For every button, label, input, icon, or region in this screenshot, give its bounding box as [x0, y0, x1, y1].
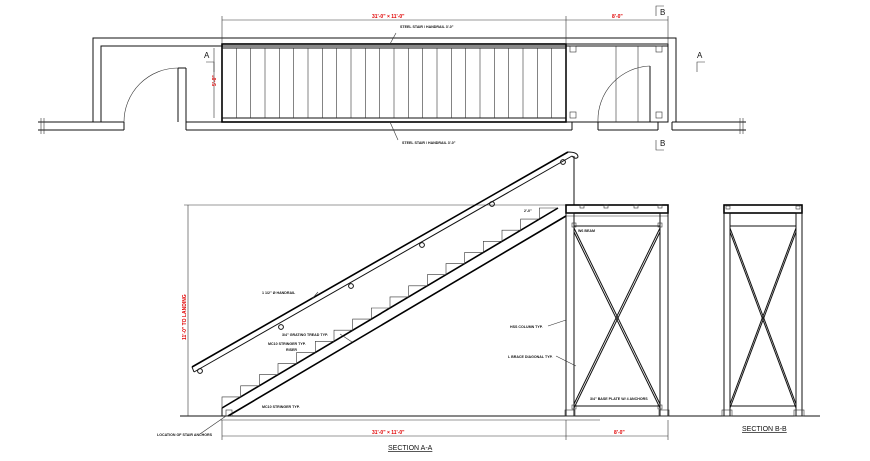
height-dimension: 11'-0" TO LANDING [182, 294, 188, 340]
column-note: HSS COLUMN TYP. [510, 325, 543, 329]
stair-step-profile [221, 207, 558, 408]
plan-view: 31'-0" × 11'-0" 8'-0" 5'-0" STEEL STAIR … [38, 5, 746, 151]
section-b-view: SECTION B-B [721, 204, 805, 433]
elevation-landing-dimension: 8'-0" [614, 430, 625, 436]
plan-treads [236, 48, 552, 118]
section-b-title: SECTION B-B [742, 426, 787, 433]
bottom-stringer-note: MC10 STRINGER TYP. [262, 405, 300, 409]
plan-top-note: STEEL STAIR / HANDRAIL 3'-0" [400, 25, 454, 29]
section-a-title: SECTION A-A [388, 445, 433, 452]
base-note: 3/4" BASE PLATE W/ 4 ANCHORS [590, 397, 648, 401]
tread-note: 3/4" GRATING TREAD TYP. [282, 333, 328, 337]
anchor-note: LOCATION OF STAIR ANCHORS [157, 433, 213, 437]
riser-note: RISER [286, 348, 297, 352]
section-b-marker-bottom: B [660, 139, 665, 148]
handrail-note: 1 1/2" Ø HANDRAIL [262, 291, 296, 295]
section-a-marker-left: A [204, 51, 210, 60]
elevation-run-dimension: 31'-0" × 11'-0" [372, 430, 405, 436]
plan-landing-dimension: 8'-0" [612, 14, 623, 20]
stringer-note: MC10 STRINGER TYP. [268, 342, 306, 346]
plan-depth-dimension: 5'-0" [212, 75, 218, 86]
plan-run-dimension: 31'-0" × 11'-0" [372, 14, 405, 20]
plan-bottom-note: STEEL STAIR / HANDRAIL 3'-0" [402, 141, 456, 145]
brace-note: L BRACE DIAGONAL TYP. [508, 355, 553, 359]
stair-steps [221, 207, 558, 408]
elevation-section-a: 11'-0" TO LANDING [157, 151, 820, 452]
beam-note: W6 BEAM [578, 229, 595, 233]
landing-dim-note: 2'-0" [524, 209, 532, 213]
section-a-marker-right: A [697, 51, 703, 60]
section-b-marker-top: B [660, 8, 665, 17]
